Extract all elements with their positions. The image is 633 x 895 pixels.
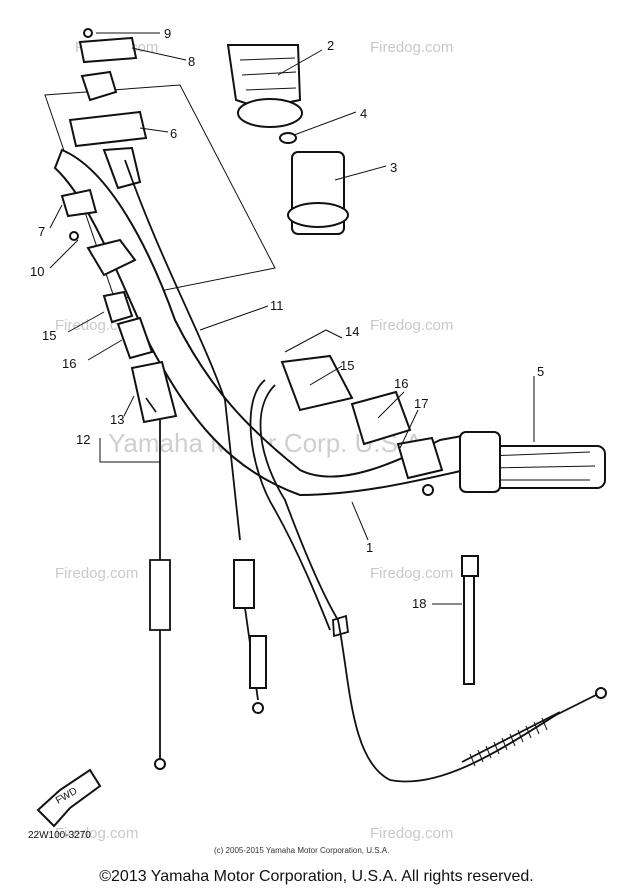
callout-number: 12 [76,432,90,447]
drawing-code: 22W100-3270 [28,830,91,841]
cable-tie [461,555,479,685]
callout-number: 7 [38,224,45,239]
washer [279,132,297,144]
watermark-firedog: Firedog.com [370,825,453,842]
callout-number: 6 [170,126,177,141]
callout-number: 15 [42,328,56,343]
callout-number: 13 [110,412,124,427]
right-grip [459,431,606,493]
callout-number: 17 [414,396,428,411]
left-lever-parts [102,290,154,360]
small-copyright-notice: (c) 2005-2015 Yamaha Motor Corporation, … [214,846,389,855]
watermark-firedog: Firedog.com [370,39,453,56]
callout-number: 14 [345,324,359,339]
clutch-lever [130,360,178,424]
watermark-firedog: Firedog.com [55,565,138,582]
callout-number: 4 [360,106,367,121]
throttle-tube [287,151,349,235]
callout-number: 5 [537,364,544,379]
watermark-firedog: Firedog.com [370,565,453,582]
callout-number: 16 [62,356,76,371]
callout-number: 16 [394,376,408,391]
left-clamp-parts [60,188,137,277]
callout-number: 18 [412,596,426,611]
callout-number: 1 [366,540,373,555]
callout-number: 9 [164,26,171,41]
callout-number: 3 [390,160,397,175]
callout-number: 2 [327,38,334,53]
copyright-footer: ©2013 Yamaha Motor Corporation, U.S.A. A… [99,868,534,885]
callout-number: 8 [188,54,195,69]
right-lever-holder [280,354,444,496]
watermark-firedog: Firedog.com [55,825,138,842]
cables [124,159,607,783]
fwd-arrow-icon: FWD [36,768,102,828]
watermark-firedog: Firedog.com [370,317,453,334]
left-grip [226,44,303,128]
group-outline [44,84,276,301]
part-callouts: 9 8 2 4 6 3 7 10 11 14 15 15 5 16 16 17 … [30,26,544,611]
callout-number: 10 [30,264,44,279]
callout-number: 15 [340,358,354,373]
leader-lines [49,32,535,605]
callout-number: 11 [270,298,284,313]
